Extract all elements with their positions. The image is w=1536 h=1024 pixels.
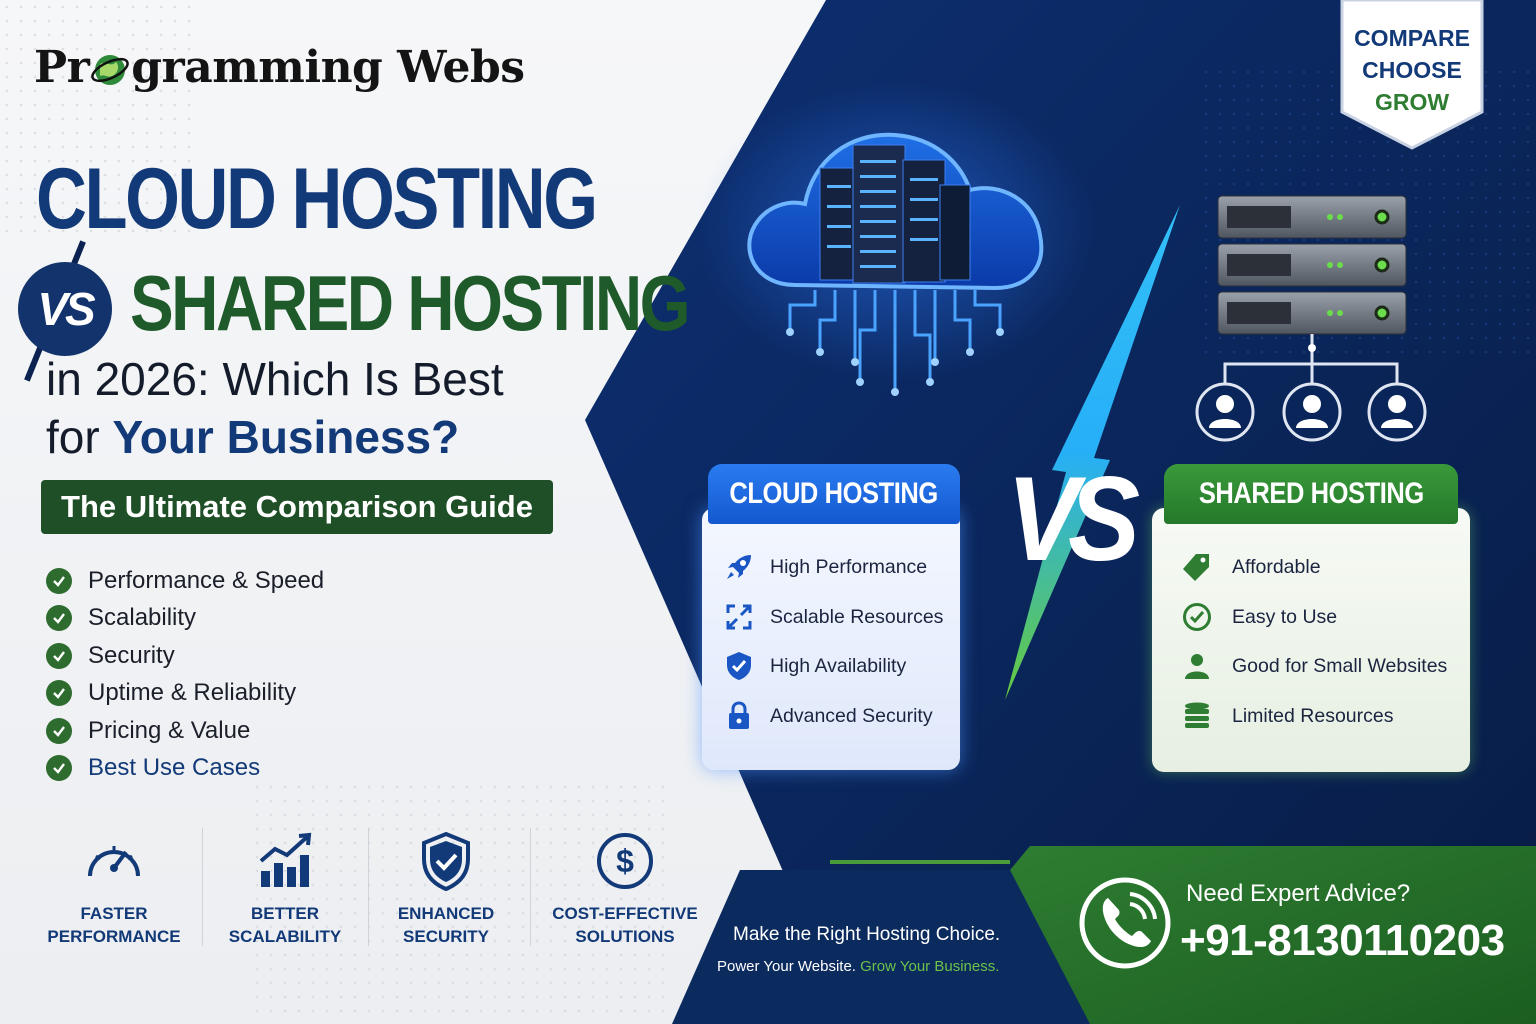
rocket-icon: [722, 550, 756, 584]
checklist-label: Performance & Speed: [88, 566, 325, 594]
feature-label: ENHANCED SECURITY: [397, 904, 495, 946]
feature-better-scalability: BETTER SCALABILITY: [215, 826, 355, 948]
cloud-feature-row: High Performance: [722, 550, 927, 584]
checklist-item: Performance & Speed: [46, 562, 324, 600]
cloud-feature-label: High Availability: [770, 654, 907, 677]
checklist-item: Security: [46, 637, 324, 675]
growth-chart-icon: [215, 826, 355, 896]
badge-compare: COMPARE: [1354, 25, 1470, 51]
shield-check-icon: [722, 649, 756, 683]
cloud-feature-label: Scalable Resources: [770, 605, 944, 628]
subtitle-line-1: in 2026: Which Is Best: [46, 353, 504, 405]
checklist-label: Scalability: [88, 604, 197, 632]
cloud-feature-row: High Availability: [722, 649, 906, 683]
user-icon: [1180, 649, 1214, 683]
lock-icon: [722, 699, 756, 733]
cloud-card-title-text: CLOUD HOSTING: [729, 477, 939, 510]
shared-feature-row: Limited Resources: [1180, 699, 1393, 733]
vs-circle: VS: [18, 262, 112, 356]
shared-server-illustration: [1195, 195, 1427, 442]
check-circle-icon: [46, 567, 72, 594]
shared-feature-row: Affordable: [1180, 550, 1321, 584]
comparison-guide-banner: The Ultimate Comparison Guide: [41, 480, 553, 534]
shared-feature-label: Easy to Use: [1232, 605, 1338, 628]
feature-divider: [202, 828, 203, 946]
logo-text-suffix: gramming Webs: [131, 42, 525, 93]
feature-faster-performance: FASTER PERFORMANCE: [40, 826, 188, 948]
shared-feature-row: Easy to Use: [1180, 600, 1337, 634]
shared-feature-label: Good for Small Websites: [1232, 654, 1448, 677]
checklist-item: Uptime & Reliability: [46, 675, 324, 713]
expand-arrows-icon: [722, 600, 756, 634]
brand-logo[interactable]: Pr gramming Webs: [34, 42, 525, 93]
price-tag-icon: [1180, 550, 1214, 584]
check-circle-icon: [46, 605, 72, 632]
badge-grow: GROW: [1374, 89, 1450, 115]
cta-tagline: Power Your Website. Grow Your Business.: [717, 958, 999, 975]
checklist-item: Best Use Cases: [46, 750, 324, 788]
feature-label: COST-EFFECTIVE SOLUTIONS: [552, 904, 698, 946]
checklist-item: Pricing & Value: [46, 712, 324, 750]
dollar-coin-icon: $: [548, 826, 702, 896]
check-circle-icon: [46, 680, 72, 707]
logo-text-prefix: Pr: [34, 42, 90, 93]
topic-checklist: Performance & Speed Scalability Security…: [46, 562, 324, 787]
subtitle-emphasis: Your Business?: [112, 411, 460, 463]
feature-divider: [530, 828, 531, 946]
shared-card-title-text: SHARED HOSTING: [1198, 477, 1424, 510]
cloud-feature-row: Advanced Security: [722, 699, 933, 733]
badge-text: COMPARE CHOOSE GROW: [1340, 22, 1484, 118]
cta-tagline-green: Grow Your Business.: [860, 958, 1000, 975]
speedometer-icon: [40, 826, 188, 896]
badge-choose: CHOOSE: [1362, 57, 1462, 83]
title-cloud-hosting: CLOUD HOSTING: [36, 151, 598, 247]
cloud-server-illustration: [747, 132, 1044, 396]
cloud-feature-row: Scalable Resources: [722, 600, 943, 634]
check-circle-icon: [46, 717, 72, 744]
feature-enhanced-security: ENHANCED SECURITY: [380, 826, 512, 948]
checklist-label: Pricing & Value: [88, 716, 251, 744]
feature-label: BETTER SCALABILITY: [228, 904, 342, 946]
dot-pattern: [250, 780, 670, 1020]
subtitle-line-2: for Your Business?: [46, 410, 459, 464]
shared-feature-label: Affordable: [1232, 555, 1321, 578]
cloud-feature-label: High Performance: [770, 555, 928, 578]
checklist-label: Uptime & Reliability: [88, 679, 297, 707]
need-advice-text: Need Expert Advice?: [1186, 880, 1411, 907]
check-circle-icon: [46, 755, 72, 782]
cloud-feature-label: Advanced Security: [770, 704, 933, 727]
cta-tagline-prefix: Power Your Website.: [717, 958, 861, 975]
shield-check-icon: [380, 826, 512, 896]
cloud-hosting-card-title: CLOUD HOSTING: [708, 464, 960, 524]
title-shared-hosting: SHARED HOSTING: [130, 259, 691, 347]
checklist-label: Security: [88, 641, 175, 669]
feature-divider: [368, 828, 369, 946]
globe-icon: [90, 50, 130, 90]
shared-feature-row: Good for Small Websites: [1180, 649, 1447, 683]
feature-label: FASTER PERFORMANCE: [47, 904, 181, 946]
cta-headline: Make the Right Hosting Choice.: [733, 924, 1001, 945]
subtitle-prefix: for: [46, 411, 113, 463]
checklist-item: Scalability: [46, 600, 324, 638]
phone-icon[interactable]: [1078, 876, 1172, 970]
phone-number-link[interactable]: +91-8130110203: [1180, 916, 1505, 965]
shared-feature-label: Limited Resources: [1232, 704, 1394, 727]
database-icon: [1180, 699, 1214, 733]
vs-large: VS: [1006, 452, 1140, 586]
svg-text:$: $: [616, 843, 634, 879]
check-circle-icon: [1180, 600, 1214, 634]
checklist-label: Best Use Cases: [88, 754, 261, 782]
compare-choose-grow-badge: [1340, 0, 1484, 150]
check-circle-icon: [46, 642, 72, 669]
dot-pattern: [0, 0, 200, 240]
shared-hosting-card-title: SHARED HOSTING: [1164, 464, 1458, 524]
vs-circle-text: VS: [37, 283, 95, 335]
feature-cost-effective: $ COST-EFFECTIVE SOLUTIONS: [548, 826, 702, 948]
